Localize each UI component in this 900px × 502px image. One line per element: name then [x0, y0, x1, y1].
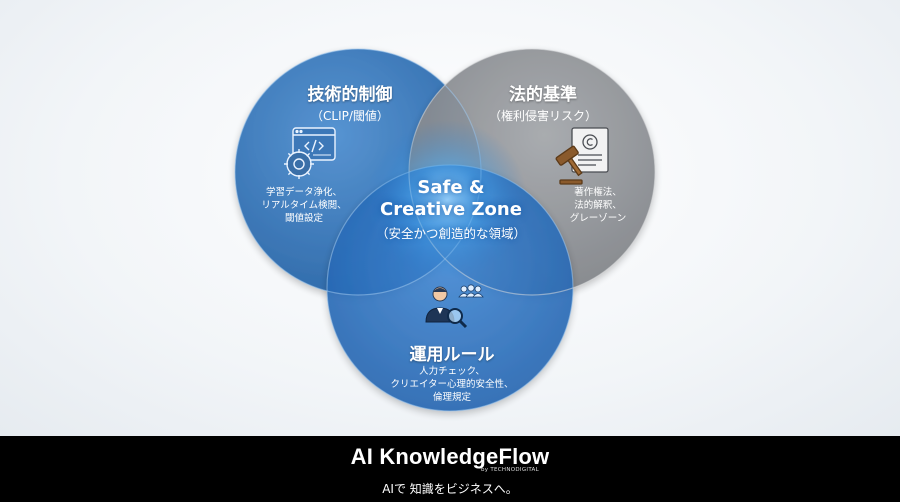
legal-detail-1: 著作権法、 — [574, 187, 622, 198]
reviewer-magnifier-icon — [425, 284, 484, 329]
technical-detail-3: 閾値設定 — [284, 213, 323, 224]
center-label-group: Safe & Creative Zone （安全かつ創造的な領域） — [376, 177, 526, 242]
center-title-line2: Creative Zone — [380, 199, 522, 220]
technical-title: 技術的制御 — [307, 85, 393, 105]
center-glow — [367, 120, 527, 280]
technical-subtitle: （CLIP/閾値） — [311, 109, 389, 123]
operation-label-group: 運用ルール 人力チェック、 クリエイター心理的安全性、 倫理規定 — [390, 340, 513, 404]
diagram-stage: 技術的制御 （CLIP/閾値） 学習データ浄化、 リアルタイム検閲、 閾値設定 … — [0, 0, 900, 436]
brand-tagline: AIで 知識をビジネスへ。 — [382, 482, 518, 496]
legal-label-group: 法的基準 （権利侵害リスク） — [489, 80, 597, 124]
technical-label-group: 技術的制御 （CLIP/閾値） — [308, 80, 393, 124]
code-gear-icon — [284, 127, 336, 179]
footer-bar: AI KnowledgeFlow by TECHNODIGITAL AIで 知識… — [0, 436, 900, 502]
operation-detail-2: クリエイター心理的安全性、 — [390, 379, 514, 390]
operation-title: 運用ルール — [409, 345, 495, 365]
center-subtitle: （安全かつ創造的な領域） — [375, 226, 527, 241]
legal-details: 著作権法、 法的解釈、 グレーゾーン — [570, 186, 627, 225]
gavel-document-icon — [555, 127, 609, 185]
brand-name: AI KnowledgeFlow — [350, 444, 550, 469]
legal-detail-3: グレーゾーン — [569, 213, 627, 224]
center-title-line1: Safe & — [417, 177, 485, 198]
technical-detail-2: リアルタイム検閲、 — [261, 200, 347, 211]
operation-detail-1: 人力チェック、 — [419, 366, 485, 377]
venn-diagram — [234, 48, 656, 412]
operation-detail-3: 倫理規定 — [432, 392, 471, 403]
legal-title: 法的基準 — [508, 85, 577, 105]
legal-subtitle: （権利侵害リスク） — [488, 109, 598, 123]
brand-byline: by TECHNODIGITAL — [480, 467, 539, 473]
legal-detail-2: 法的解釈、 — [574, 200, 622, 211]
technical-details: 学習データ浄化、 リアルタイム検閲、 閾値設定 — [261, 186, 346, 225]
technical-detail-1: 学習データ浄化、 — [265, 187, 342, 198]
